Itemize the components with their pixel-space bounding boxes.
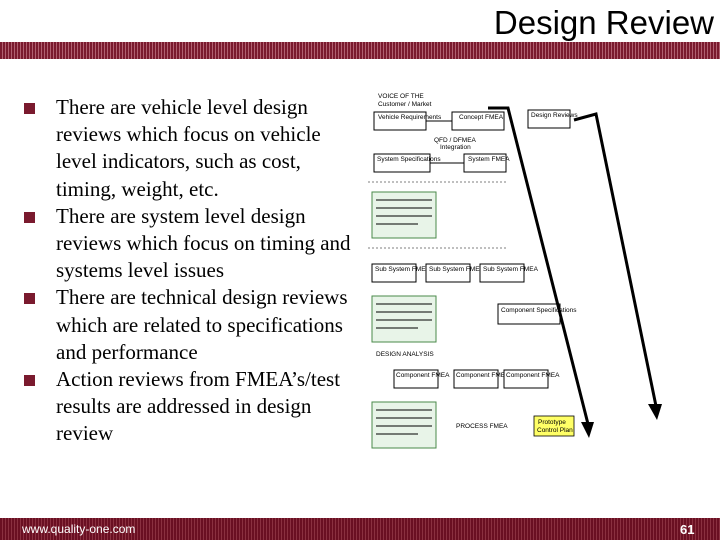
footer-bar bbox=[0, 518, 720, 540]
component-fmea-box bbox=[503, 369, 549, 389]
design-reviews-label: Design Reviews bbox=[531, 112, 578, 119]
control-plan-label: Control Plan bbox=[537, 427, 573, 434]
bullet-item: There are vehicle level design reviews w… bbox=[20, 94, 365, 203]
sub-system-fmea-label: Sub System FMEA bbox=[375, 266, 431, 273]
title-underline-bar bbox=[0, 42, 720, 59]
component-fmea-label: Component FMEA bbox=[506, 372, 560, 379]
component-specifications-label: Component Specifications bbox=[501, 307, 577, 314]
worksheet-thumbnail-2 bbox=[371, 295, 437, 343]
sub-system-fmea-box bbox=[425, 263, 471, 283]
process-fmea-note: PROCESS FMEA bbox=[456, 423, 508, 430]
vehicle-requirements-label: Vehicle Requirements bbox=[378, 114, 442, 121]
bullet-item: Action reviews from FMEA’s/test results … bbox=[20, 366, 365, 448]
system-fmea-label: System FMEA bbox=[468, 156, 510, 163]
sub-system-fmea-label: Sub System FMEA bbox=[483, 266, 539, 273]
worksheet-thumbnail-3 bbox=[371, 401, 437, 449]
worksheet-thumbnail-1 bbox=[371, 191, 437, 239]
bullet-square-icon bbox=[24, 103, 35, 114]
page-number: 61 bbox=[680, 522, 695, 537]
component-fmea-box bbox=[393, 369, 439, 389]
footer-url: www.quality-one.com bbox=[22, 522, 136, 536]
concept-fmea-label: Concept FMEA bbox=[459, 114, 504, 121]
bullet-list: There are vehicle level design reviews w… bbox=[20, 94, 365, 448]
qfd-note-line-2: Integration bbox=[440, 144, 471, 151]
concept-fmea-box bbox=[451, 111, 505, 131]
bullet-square-icon bbox=[24, 211, 35, 223]
system-specifications-label: System Specifications bbox=[377, 156, 441, 163]
design-analysis-note: DESIGN ANALYSIS bbox=[376, 351, 434, 358]
sub-system-fmea-box bbox=[479, 263, 525, 283]
bullet-text: Action reviews from FMEA’s/test results … bbox=[56, 367, 341, 446]
bullet-square-icon bbox=[24, 375, 35, 387]
arrow-head-icon bbox=[581, 422, 594, 438]
top-note-line-2: Customer / Market bbox=[378, 101, 432, 108]
system-fmea-box bbox=[463, 153, 507, 173]
prototype-label: Prototype bbox=[538, 419, 566, 426]
top-note-line-1: VOICE OF THE bbox=[378, 93, 424, 100]
component-fmea-label: Component FMEA bbox=[396, 372, 450, 379]
bullet-item: There are technical design reviews which… bbox=[20, 284, 365, 366]
review-flow-arrow-left bbox=[488, 106, 590, 425]
review-flow-arrow-right bbox=[573, 112, 658, 407]
qfd-note-line-1: QFD / DFMEA bbox=[434, 137, 477, 144]
slide-title: Design Review bbox=[493, 4, 714, 41]
bullet-item: There are system level design reviews wh… bbox=[20, 203, 365, 285]
design-reviews-box bbox=[527, 109, 571, 129]
design-review-flow-diagram: VOICE OF THE Customer / Market Vehicle R… bbox=[368, 93, 662, 449]
bullet-text: There are system level design reviews wh… bbox=[56, 203, 351, 283]
sub-system-fmea-label: Sub System FMEA bbox=[429, 266, 485, 273]
bullet-text: There are vehicle level design reviews w… bbox=[56, 95, 321, 201]
sub-system-fmea-box bbox=[371, 263, 417, 283]
component-fmea-box bbox=[453, 369, 499, 389]
component-fmea-label: Component FMEA bbox=[456, 372, 510, 379]
bullet-text: There are technical design reviews which… bbox=[56, 285, 348, 364]
bullet-square-icon bbox=[24, 293, 35, 305]
prototype-control-plan-box bbox=[533, 415, 575, 437]
arrow-head-icon bbox=[648, 404, 662, 420]
